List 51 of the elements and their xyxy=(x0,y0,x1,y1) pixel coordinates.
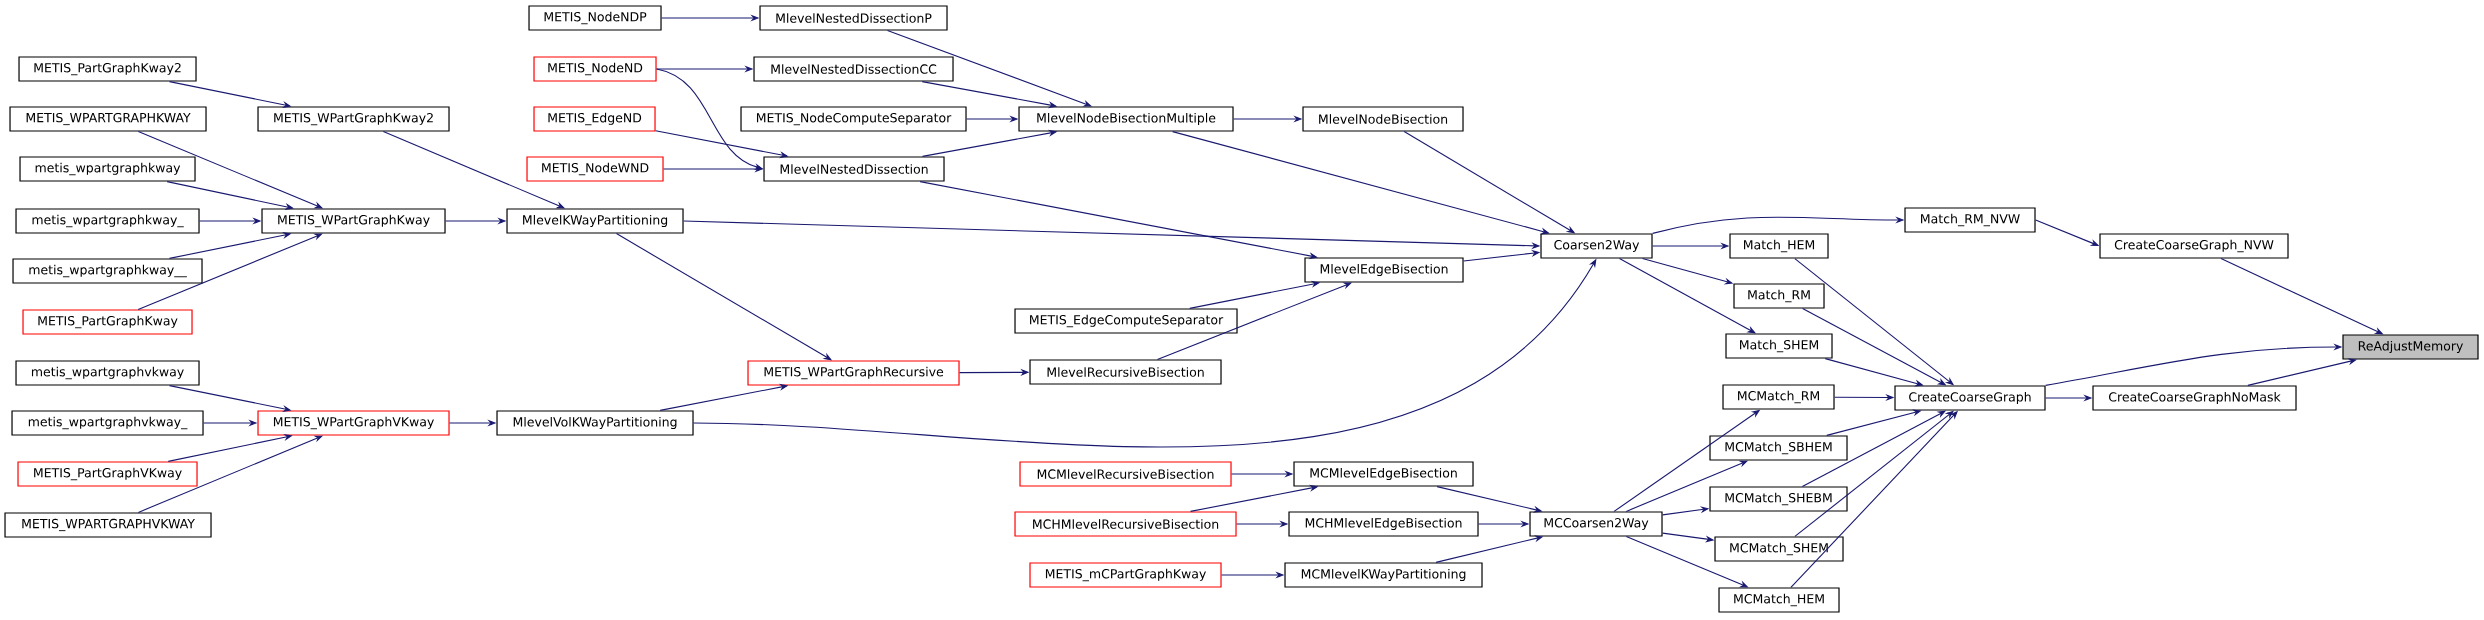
function-box: Coarsen2Way xyxy=(1540,233,1653,259)
function-box: metis_wpartgraphkway_ xyxy=(15,208,200,234)
function-box: METIS_EdgeComputeSeparator xyxy=(1014,308,1238,334)
function-box: MlevelEdgeBisection xyxy=(1304,257,1464,283)
function-box: MlevelNodeBisectionMultiple xyxy=(1018,106,1234,132)
function-box: METIS_WPartGraphVKway xyxy=(257,410,450,436)
function-box: MlevelNestedDissection xyxy=(763,156,945,182)
function-box: Match_SHEM xyxy=(1725,333,1833,359)
function-box: Match_HEM xyxy=(1729,233,1829,259)
function-box: METIS_WPartGraphKway2 xyxy=(257,106,450,132)
function-box: MCMlevelRecursiveBisection xyxy=(1019,461,1232,487)
function-box: MlevelRecursiveBisection xyxy=(1029,359,1222,385)
function-box: METIS_NodeWND xyxy=(526,156,664,182)
function-box: METIS_PartGraphKway xyxy=(22,309,193,335)
function-box: MCMatch_RM xyxy=(1722,384,1835,410)
function-box: CreateCoarseGraph_NVW xyxy=(2099,233,2289,259)
function-box: MCHMlevelEdgeBisection xyxy=(1288,511,1479,537)
function-box: MlevelNodeBisection xyxy=(1302,106,1464,132)
function-box: MCMatch_SHEM xyxy=(1714,536,1844,562)
function-box: MCMatch_SHEBM xyxy=(1709,486,1848,512)
function-box: MCMlevelKWayPartitioning xyxy=(1284,562,1483,588)
function-box: CreateCoarseGraph xyxy=(1894,385,2046,411)
function-box: MlevelNestedDissectionP xyxy=(759,5,948,31)
function-box: METIS_EdgeND xyxy=(533,106,656,132)
function-box: metis_wpartgraphkway xyxy=(19,156,196,182)
function-box: metis_wpartgraphvkway_ xyxy=(11,410,204,436)
function-box: METIS_WPartGraphRecursive xyxy=(747,360,960,386)
function-box: ReAdjustMemory xyxy=(2342,334,2479,360)
function-box: METIS_WPARTGRAPHVKWAY xyxy=(4,512,212,538)
function-box: METIS_NodeND xyxy=(533,56,657,82)
function-box: METIS_NodeComputeSeparator xyxy=(740,106,967,132)
function-box: MCMlevelEdgeBisection xyxy=(1293,461,1474,487)
function-box: metis_wpartgraphvkway xyxy=(15,360,200,386)
function-box: MCMatch_HEM xyxy=(1718,587,1840,613)
function-box: METIS_WPartGraphKway xyxy=(261,208,446,234)
function-box: MlevelKWayPartitioning xyxy=(506,208,684,234)
function-box: METIS_PartGraphKway2 xyxy=(18,56,197,82)
function-box: metis_wpartgraphkway__ xyxy=(12,258,203,284)
arrow xyxy=(137,233,323,310)
function-box: METIS_mCPartGraphKway xyxy=(1029,562,1222,588)
function-box: MlevelNestedDissectionCC xyxy=(753,56,954,82)
function-box: METIS_WPARTGRAPHKWAY xyxy=(9,106,207,132)
function-box: MCMatch_SBHEM xyxy=(1709,435,1848,461)
function-box: CreateCoarseGraphNoMask xyxy=(2092,385,2297,411)
function-box: Match_RM_NVW xyxy=(1904,207,2036,233)
function-box: METIS_NodeNDP xyxy=(528,5,662,31)
function-box: MCHMlevelRecursiveBisection xyxy=(1014,511,1237,537)
function-box: MCCoarsen2Way xyxy=(1529,511,1663,537)
function-box: MlevelVolKWayPartitioning xyxy=(496,410,694,436)
function-box: METIS_PartGraphVKway xyxy=(17,461,198,487)
function-box: Match_RM xyxy=(1733,283,1825,309)
